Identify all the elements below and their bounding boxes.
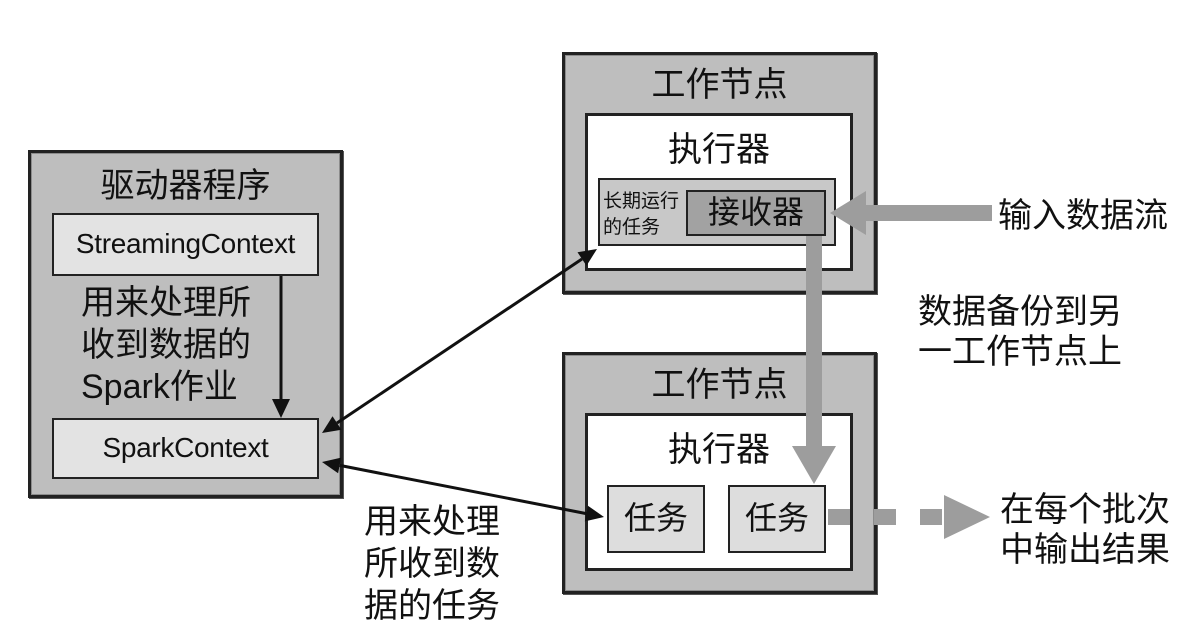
worker-node-top: 工作节点 执行器 长期运行 的任务 接收器 (562, 52, 877, 294)
task-box: 任务 (607, 485, 705, 553)
spark-context-executor-arrow-shaft (336, 257, 583, 425)
worker-node-bottom-title: 工作节点 (651, 366, 788, 404)
replication-label-line: 一工作节点上 (918, 333, 1122, 371)
spark-job-label-line: Spark作业 (81, 368, 238, 406)
long-running-task-label-line: 的任务 (603, 217, 661, 238)
input-stream-label: 输入数据流 (998, 196, 1168, 236)
spark-job-label-line: 收到数据的 (81, 326, 251, 364)
worker-node-bottom: 工作节点 执行器 任务 任务 (562, 352, 877, 594)
output-label: 在每个批次 中输出结果 (1000, 490, 1170, 570)
tasks-description-label-line: 据的任务 (364, 587, 500, 625)
executor-bottom: 执行器 任务 任务 (585, 413, 853, 571)
task-box: 任务 (728, 485, 826, 553)
executor-top: 执行器 长期运行 的任务 接收器 (585, 113, 853, 271)
long-running-task-box: 长期运行 的任务 接收器 (598, 178, 836, 246)
executor-bottom-title: 执行器 (668, 431, 770, 469)
input-stream-label-text: 输入数据流 (998, 197, 1168, 235)
long-running-task-label: 长期运行 的任务 (603, 189, 679, 241)
executor-top-title: 执行器 (668, 131, 770, 169)
worker-node-top-title: 工作节点 (651, 66, 788, 104)
spark-context-executor-arrow (322, 249, 597, 433)
tasks-description-label: 用来处理 所收到数 据的任务 (364, 501, 500, 627)
replication-label: 数据备份到另 一工作节点上 (918, 292, 1122, 372)
output-label-line: 在每个批次 (1000, 491, 1170, 529)
output-label-line: 中输出结果 (1000, 531, 1170, 569)
input-stream-arrow-shaft (864, 205, 992, 221)
tasks-description-label-line: 用来处理 (364, 503, 500, 541)
spark-job-label: 用来处理所 收到数据的 Spark作业 (81, 282, 251, 408)
spark-job-label-line: 用来处理所 (81, 284, 251, 322)
tasks-description-label-line: 所收到数 (364, 545, 500, 583)
output-arrow-head (944, 495, 990, 539)
receiver-box: 接收器 (686, 190, 826, 236)
driver-program-title: 驱动器程序 (100, 167, 271, 205)
long-running-task-label-line: 长期运行 (603, 191, 680, 212)
spark-context-box: SparkContext (52, 418, 319, 479)
driver-program-box: 驱动器程序 StreamingContext 用来处理所 收到数据的 Spark… (28, 150, 343, 498)
replication-label-line: 数据备份到另 (918, 293, 1122, 331)
streaming-context-box: StreamingContext (52, 213, 319, 276)
